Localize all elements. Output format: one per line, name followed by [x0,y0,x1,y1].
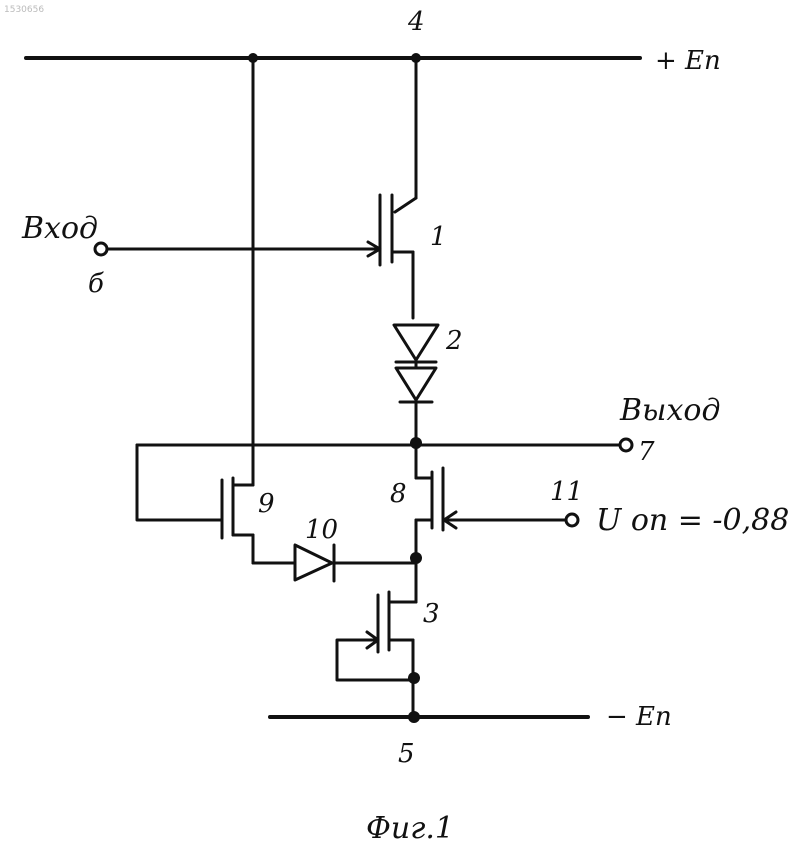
label-diode-2: 2 [445,326,463,356]
label-negative-supply: − Eп [606,702,672,732]
label-input: Вход [21,211,98,246]
label-output: Выход [619,393,720,428]
label-node-11: 11 [550,477,583,507]
output-terminal [620,439,632,451]
label-diode-10: 10 [305,515,338,545]
label-reference-voltage: U оп = -0,88 [596,503,789,538]
transistor-1 [380,58,416,318]
diode-10 [295,545,416,581]
label-transistor-1: 1 [430,222,447,252]
label-transistor-3: 3 [423,599,440,629]
junction-dot-t3 [408,672,420,684]
label-output-node: 7 [638,437,655,467]
vref-terminal [566,514,578,526]
label-node-5: 5 [398,739,415,769]
label-transistor-9: 9 [258,489,275,519]
label-node-4: 4 [407,7,425,37]
diode-2 [394,325,438,443]
junction-dot-node5 [408,711,420,723]
transistor-8 [416,443,443,563]
label-input-node: б [88,269,104,299]
transistor-3 [337,563,416,717]
label-positive-supply: + Eп [655,46,721,76]
label-transistor-8: 8 [390,479,407,509]
wire-t9-gate-loop [137,445,222,520]
figure-caption: Фиг.1 [366,811,454,846]
corner-mark: 1530656 [4,5,44,15]
